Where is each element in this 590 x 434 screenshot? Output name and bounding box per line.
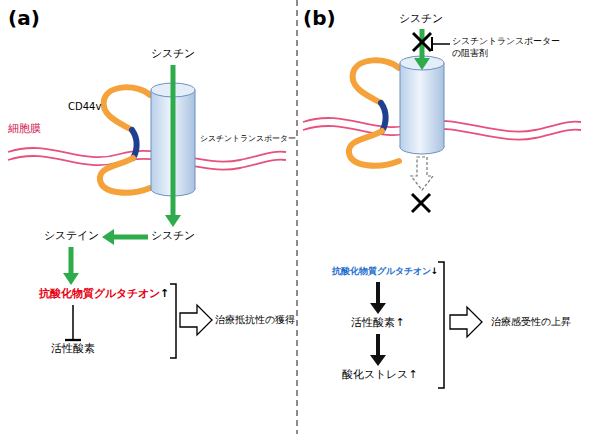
- arrow-shaft: [376, 282, 380, 305]
- cross-stroke: [413, 33, 431, 51]
- membrane-line: [8, 156, 286, 170]
- node-text: 治療抵抗性の獲得: [215, 314, 295, 325]
- flow-arrow: [63, 247, 79, 285]
- flow-arrow: [165, 65, 181, 227]
- variant-region: [132, 130, 137, 158]
- arrow-shaft: [69, 247, 74, 275]
- arrow-head: [370, 303, 386, 314]
- node-text: シスチントランスポーター の阻害剤: [452, 36, 560, 58]
- node-text: 酸化ストレス: [342, 368, 408, 381]
- node-text: 治療感受性の上昇: [491, 316, 571, 327]
- node-text: ↓: [431, 266, 439, 276]
- node-text: ↑: [395, 316, 404, 329]
- flow-term: 抗酸化物質グルタチオン↑: [36, 287, 172, 303]
- cylinder-body: [151, 90, 195, 189]
- cylinder-shape: [150, 82, 196, 197]
- cylinder-side: [400, 63, 401, 147]
- transporter-cylinder: [400, 56, 444, 154]
- protein-strand: [353, 60, 399, 103]
- flow-arrow: [370, 282, 386, 314]
- flow-term: システイン: [42, 229, 100, 245]
- cell-membrane: [8, 148, 286, 170]
- cylinder-top: [400, 56, 444, 70]
- arrow-head: [370, 355, 386, 366]
- membrane-label: 細胞膜: [8, 122, 41, 135]
- flow-term: 酸化ストレス↑: [338, 368, 422, 384]
- cylinder-side: [444, 63, 445, 147]
- node-text: シスチン: [151, 229, 195, 242]
- cross-stroke: [412, 194, 430, 212]
- inhibitor-bar: [431, 37, 433, 51]
- suppressed-arrow: [411, 157, 433, 190]
- node-text: シスチン: [151, 47, 195, 60]
- cylinder-body: [400, 63, 444, 147]
- variant-region: [381, 103, 386, 131]
- flow-term: シスチントランスポーター の阻害剤: [452, 36, 564, 62]
- arrow-head: [165, 215, 181, 227]
- block-cross: [412, 194, 430, 212]
- panel-divider: [296, 0, 298, 434]
- flow-term: 活性酸素↑: [348, 316, 408, 332]
- cross-stroke: [412, 194, 430, 212]
- protein-strand: [100, 158, 150, 193]
- cylinder-top: [151, 83, 195, 97]
- cd44v-protein: [100, 87, 150, 192]
- bracket: [438, 262, 444, 388]
- flow-term: シスチン: [150, 47, 196, 63]
- flow-arrow: [370, 334, 386, 366]
- node-text: 活性酸素: [51, 342, 95, 355]
- panel-letter: (b): [303, 6, 336, 30]
- node-text: ↑: [408, 368, 417, 381]
- node-text: システイン: [44, 229, 99, 242]
- cd44v-protein: [349, 60, 399, 165]
- node-text: シスチン: [399, 12, 443, 25]
- arrow-shaft: [376, 334, 380, 357]
- panel-letter: (a): [8, 6, 40, 30]
- arrow-shaft: [72, 305, 74, 340]
- flow-arrow: [102, 229, 148, 245]
- block-cross: [413, 33, 431, 51]
- arrow-shaft: [171, 65, 176, 217]
- node-text: 抗酸化物質グルタチオン: [39, 287, 160, 300]
- cylinder-side: [195, 90, 196, 189]
- result-arrow: [450, 307, 482, 337]
- flow-term: 活性酸素: [50, 342, 96, 358]
- node-text: シスチントランスポーター: [200, 134, 296, 144]
- flow-arrow: [65, 305, 81, 340]
- node-text: 活性酸素: [351, 316, 395, 329]
- bracket: [170, 284, 176, 358]
- node-text: 抗酸化物質グルタチオン: [332, 266, 431, 276]
- flow-term: 治療感受性の上昇: [486, 315, 576, 329]
- arrow-head: [63, 273, 79, 285]
- arrow-head: [102, 229, 114, 245]
- cylinder-side: [151, 90, 152, 189]
- flow-term: 治療抵抗性の獲得: [214, 313, 296, 327]
- arrow-shaft: [112, 235, 148, 240]
- blocked-arrow-head: [414, 58, 430, 70]
- inhibition-bar: [65, 339, 81, 341]
- flow-term: シスチン: [150, 229, 196, 245]
- inhibitor-line: [432, 43, 450, 45]
- protein-strand: [104, 87, 150, 130]
- flow-term: 抗酸化物質グルタチオン↓: [330, 266, 440, 280]
- transporter-cylinder: シスチントランスポーター: [150, 82, 196, 197]
- result-arrow: [180, 305, 212, 335]
- node-text: ↑: [160, 287, 169, 300]
- protein-label: CD44v: [68, 101, 101, 113]
- protein-strand: [349, 131, 399, 166]
- flow-term: シスチン: [398, 12, 444, 28]
- cross-stroke: [413, 33, 431, 51]
